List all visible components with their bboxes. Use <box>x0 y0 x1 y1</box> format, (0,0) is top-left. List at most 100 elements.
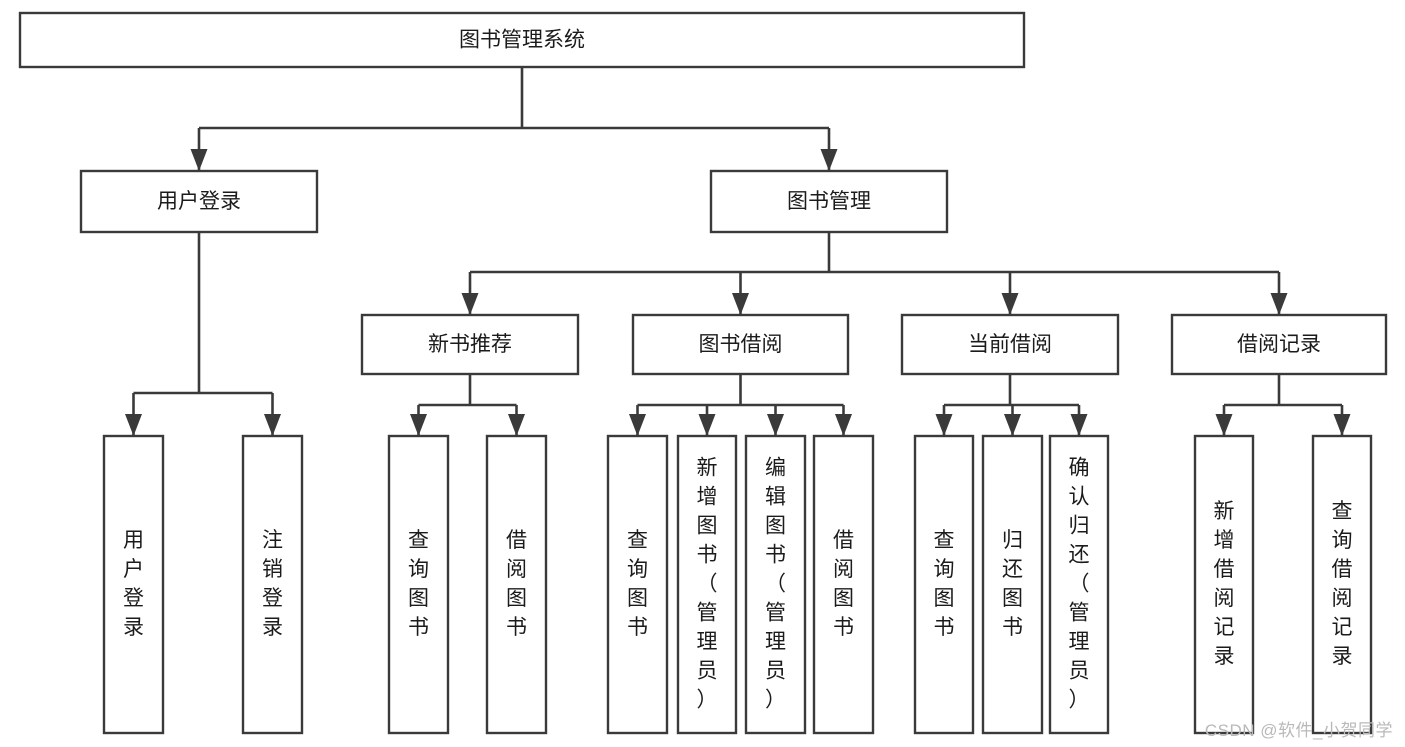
node-level3-借阅记录[interactable]: 借阅记录 <box>1170 313 1388 376</box>
node-label-char: 员 <box>697 660 718 683</box>
node-label-char: 书 <box>506 616 527 639</box>
node-box[interactable] <box>485 434 548 735</box>
node-label-char: 还 <box>1002 558 1023 581</box>
node-box[interactable] <box>387 434 450 735</box>
node-box[interactable] <box>102 434 165 735</box>
node-box[interactable] <box>744 434 807 735</box>
node-box[interactable] <box>1311 434 1373 735</box>
node-level3-新书推荐[interactable]: 新书推荐 <box>360 313 580 376</box>
node-box[interactable] <box>1170 313 1388 376</box>
node-label-char: 书 <box>934 616 955 639</box>
node-level2-图书管理[interactable]: 图书管理 <box>709 169 949 234</box>
node-label-char: 理 <box>1069 631 1090 654</box>
node-box[interactable] <box>18 11 1026 69</box>
node-box[interactable] <box>631 313 850 376</box>
node-label-char: 图 <box>697 515 718 538</box>
arrow-head-icon <box>835 414 852 436</box>
node-label-char: 归 <box>1002 529 1023 552</box>
node-box[interactable] <box>1193 434 1255 735</box>
node-label-char: 管 <box>765 602 786 625</box>
node-label-char: 阅 <box>1214 587 1235 610</box>
node-label-char: 阅 <box>506 558 527 581</box>
node-label-char: 图 <box>506 587 527 610</box>
node-level3-图书借阅[interactable]: 图书借阅 <box>631 313 850 376</box>
arrow-head-icon <box>125 414 142 436</box>
arrow-head-icon <box>1270 293 1288 315</box>
node-label-char: 理 <box>697 631 718 654</box>
node-label: 图书管理系统 <box>459 29 585 52</box>
arrow-head-icon <box>1001 293 1019 315</box>
node-label-char: 销 <box>262 558 283 581</box>
node-label-char: 理 <box>765 631 786 654</box>
node-label: 借阅记录 <box>1237 333 1321 356</box>
node-label-char: 图 <box>934 587 955 610</box>
node-label-char: 书 <box>1002 616 1023 639</box>
node-label-char: 录 <box>123 616 144 639</box>
node-label: 图书借阅 <box>699 333 783 356</box>
node-root-图书管理系统[interactable]: 图书管理系统 <box>18 11 1026 69</box>
node-label-char: 查 <box>627 529 648 552</box>
node-box[interactable] <box>360 313 580 376</box>
node-label-char: 图 <box>833 587 854 610</box>
node-box[interactable] <box>812 434 875 735</box>
node-label-char: 借 <box>506 529 527 552</box>
node-label-char: 管 <box>697 602 718 625</box>
node-label-char: 确 <box>1069 457 1090 480</box>
node-box[interactable] <box>900 313 1120 376</box>
arrow-head-icon <box>410 414 427 436</box>
node-box[interactable] <box>241 434 304 735</box>
node-label-char: 记 <box>1214 616 1235 639</box>
node-level3-当前借阅[interactable]: 当前借阅 <box>900 313 1120 376</box>
node-box[interactable] <box>709 169 949 234</box>
arrow-head-icon <box>461 293 479 315</box>
node-box[interactable] <box>1048 434 1110 735</box>
node-label-char: 书 <box>697 544 718 567</box>
node-label-char: 编 <box>765 457 786 480</box>
node-box[interactable] <box>913 434 975 735</box>
node-level2-用户登录[interactable]: 用户登录 <box>79 169 319 234</box>
node-leaf-用户登录[interactable]: 用户登录 <box>102 434 165 735</box>
arrow-head-icon <box>508 414 525 436</box>
connector-layer <box>125 67 1351 436</box>
node-label-char: 询 <box>934 558 955 581</box>
node-label-char: 新 <box>697 457 718 480</box>
node-label-char: 图 <box>408 587 429 610</box>
node-label-char: 查 <box>408 529 429 552</box>
node-label-char: 书 <box>408 616 429 639</box>
node-label-char: 录 <box>1214 645 1235 668</box>
node-label-char: ） <box>765 689 786 712</box>
node-label-char: 图 <box>765 515 786 538</box>
node-label-char: 新 <box>1214 500 1235 523</box>
node-label-char: 注 <box>262 529 283 552</box>
node-label-char: 增 <box>697 486 718 509</box>
arrow-head-icon <box>629 414 646 436</box>
node-box[interactable] <box>79 169 319 234</box>
arrow-head-icon <box>1215 414 1233 436</box>
node-label-char: 查 <box>934 529 955 552</box>
node-label-char: 还 <box>1069 544 1090 567</box>
arrow-head-icon <box>767 414 784 436</box>
node-label-char: 登 <box>123 587 144 610</box>
node-box[interactable] <box>981 434 1044 735</box>
node-label-char: 书 <box>627 616 648 639</box>
node-label-char: （ <box>765 573 786 596</box>
node-layer: 图书管理系统用户登录图书管理新书推荐图书借阅当前借阅借阅记录用户登录注销登录查询… <box>18 11 1388 735</box>
node-box[interactable] <box>606 434 669 735</box>
node-label-char: 借 <box>833 529 854 552</box>
node-box[interactable] <box>676 434 738 735</box>
node-label-char: ） <box>1069 689 1090 712</box>
